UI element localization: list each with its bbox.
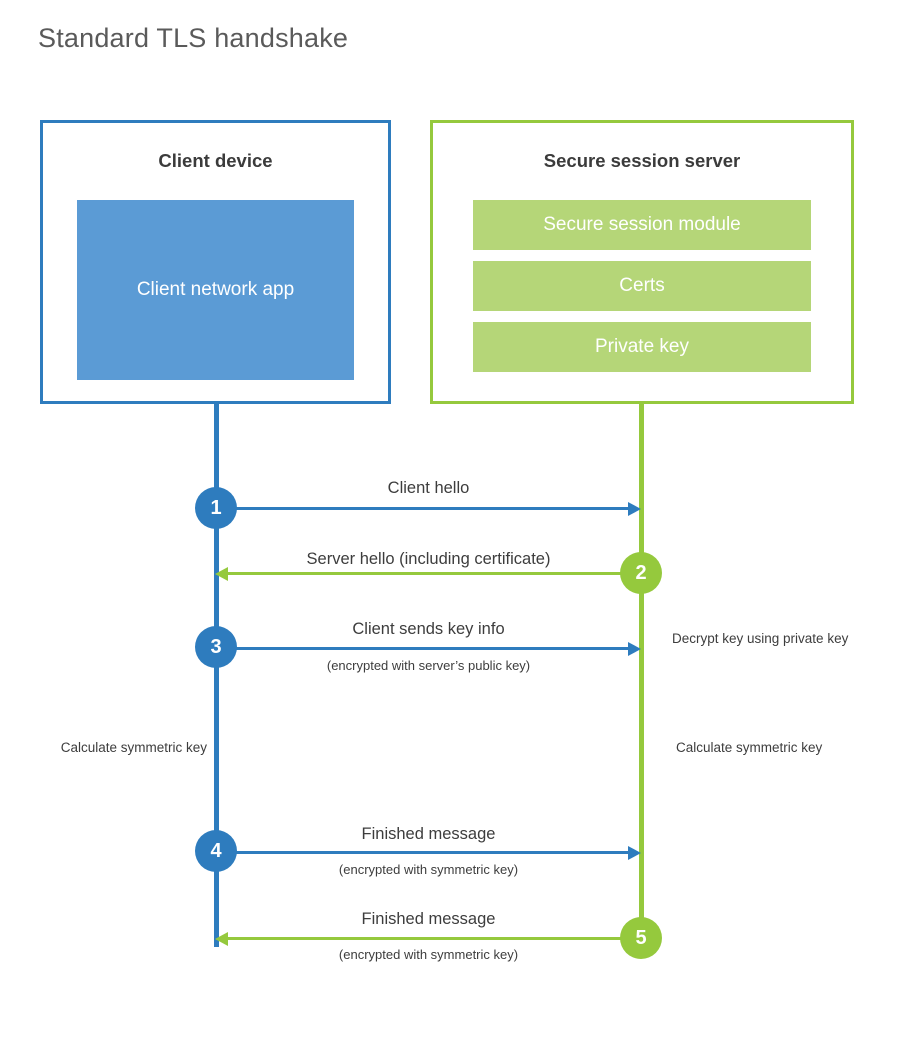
step-4-arrow-head: [628, 845, 641, 860]
note-calculate-symmetric-key-client: Calculate symmetric key: [60, 740, 207, 755]
server-module-secure-session-module: Secure session module: [473, 200, 811, 250]
step-5-circle: 5: [620, 917, 662, 959]
step-1-number: 1: [210, 496, 222, 519]
server-lifeline: [639, 403, 644, 941]
step-1-arrow-line: [216, 507, 628, 510]
step-4-arrow-line: [216, 851, 628, 854]
secure-session-server-box: Secure session server Secure session mod…: [430, 120, 854, 404]
step-5-label: Finished message: [361, 910, 496, 928]
step-4-number: 4: [210, 839, 222, 862]
page-title: Standard TLS handshake: [38, 23, 349, 53]
step-2-arrow-line: [227, 572, 641, 575]
step-3-arrow-head: [628, 641, 641, 656]
server-module-certs: Certs: [473, 261, 811, 311]
step-1-label: Client hello: [387, 479, 470, 497]
step-5-arrow-line: [227, 937, 641, 940]
server-module-private-key: Private key: [473, 322, 811, 372]
client-network-app-block: Client network app: [77, 200, 354, 380]
step-2-circle: 2: [620, 552, 662, 594]
step-3-circle: 3: [195, 626, 237, 668]
step-4-label: Finished message: [361, 825, 496, 843]
note-calculate-symmetric-key-server: Calculate symmetric key: [676, 740, 823, 755]
step-5-sublabel: (encrypted with symmetric key): [338, 947, 519, 962]
step-4-circle: 4: [195, 830, 237, 872]
step-3-sublabel: (encrypted with server’s public key): [326, 658, 531, 673]
step-4-sublabel: (encrypted with symmetric key): [338, 862, 519, 877]
step-2-arrow-head: [215, 566, 228, 581]
secure-session-server-title: Secure session server: [543, 150, 741, 171]
client-device-title: Client device: [158, 150, 273, 171]
step-3-arrow-line: [216, 647, 628, 650]
step-2-number: 2: [635, 561, 647, 584]
step-5-arrow-head: [215, 931, 228, 946]
step-2-label: Server hello (including certificate): [306, 550, 551, 568]
step-3-number: 3: [210, 635, 222, 658]
client-lifeline: [214, 403, 219, 947]
server-module-list: Secure session module Certs Private key: [473, 200, 811, 372]
step-5-number: 5: [635, 926, 647, 949]
step-3-label: Client sends key info: [352, 620, 505, 638]
client-device-box: Client device Client network app: [40, 120, 391, 404]
step-1-circle: 1: [195, 487, 237, 529]
note-decrypt-key: Decrypt key using private key: [672, 631, 849, 646]
step-1-arrow-head: [628, 501, 641, 516]
